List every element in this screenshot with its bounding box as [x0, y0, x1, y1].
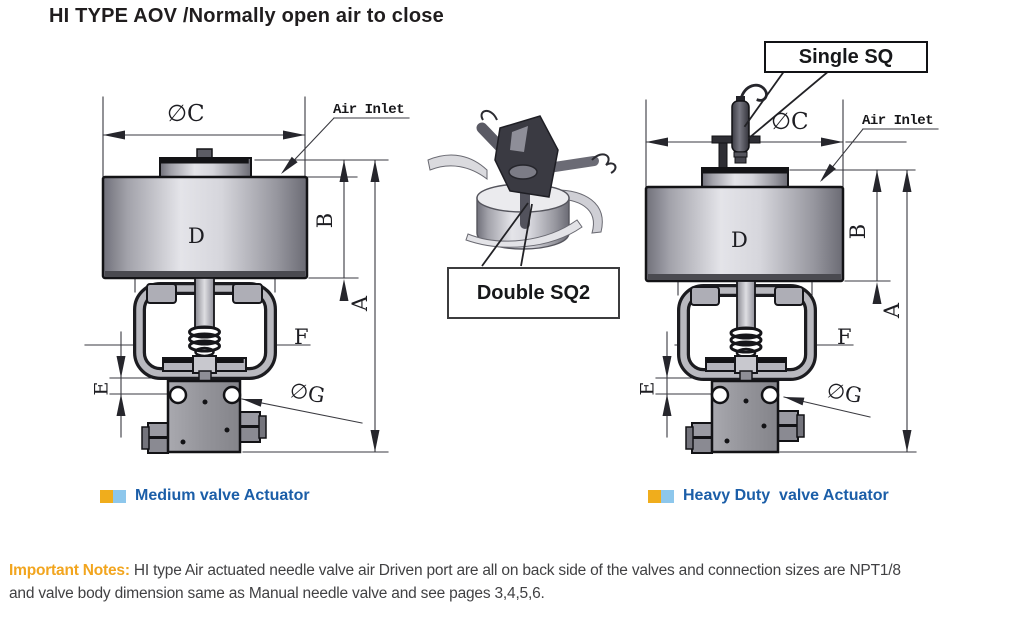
- dim-label-A-right: A: [880, 302, 905, 319]
- heavy-actuator-drawing: [644, 68, 939, 454]
- important-notes: Important Notes: HI type Air actuated ne…: [9, 559, 1023, 605]
- legend-heavy-label: Heavy Duty valve Actuator: [683, 487, 889, 504]
- dim-label-air-inlet-right: Air Inlet: [862, 113, 934, 129]
- dim-label-D-left: D: [188, 224, 205, 248]
- dim-label-diaC-left: ∅C: [167, 101, 205, 127]
- yellow-square-icon: [100, 489, 113, 503]
- single-sq-solenoid: [711, 83, 768, 170]
- dim-label-diaG-left: ∅G: [288, 378, 327, 408]
- medium-valve-body: [141, 379, 267, 454]
- dim-label-F-right: F: [837, 325, 852, 349]
- callout-single-sq: Single SQ: [764, 41, 928, 73]
- dim-label-D-right: D: [731, 228, 748, 252]
- yellow-square-icon: [648, 489, 661, 503]
- legend-medium-label: Medium valve Actuator: [135, 487, 310, 504]
- dim-label-E-right: E: [636, 381, 659, 396]
- important-notes-label: Important Notes:: [9, 562, 130, 579]
- dim-label-E-left: E: [90, 381, 113, 396]
- light-blue-square-icon: [661, 489, 674, 503]
- legend-medium-actuator: Medium valve Actuator: [100, 487, 310, 505]
- light-blue-square-icon: [113, 489, 126, 503]
- medium-actuator-drawing: [84, 96, 410, 454]
- dim-label-A-left: A: [348, 295, 373, 312]
- legend-heavy-actuator: Heavy Duty valve Actuator: [648, 487, 889, 505]
- medium-yoke: [133, 277, 277, 383]
- dim-label-air-inlet-left: Air Inlet: [333, 102, 405, 118]
- heavy-yoke: [677, 280, 817, 383]
- important-notes-line2: and valve body dimension same as Manual …: [9, 585, 545, 602]
- heavy-actuator-cap: [701, 167, 789, 188]
- callout-double-sq2: Double SQ2: [447, 267, 620, 319]
- dim-label-diaC-right: ∅C: [771, 109, 809, 135]
- callout-single-sq-label: Single SQ: [798, 45, 894, 68]
- dim-label-F-left: F: [294, 325, 309, 349]
- dim-label-B-left: B: [313, 212, 338, 229]
- legend-heavy-icon: [648, 489, 674, 503]
- medium-actuator-body: [101, 175, 309, 280]
- medium-actuator-cap: [159, 148, 252, 178]
- legend-medium-icon: [100, 489, 126, 503]
- double-sq-illustration: [427, 110, 617, 267]
- important-notes-line1: HI type Air actuated needle valve air Dr…: [129, 562, 901, 579]
- page-title: HI TYPE AOV /Normally open air to close: [49, 5, 444, 27]
- dim-label-diaG-right: ∅G: [825, 378, 864, 408]
- dim-label-B-right: B: [846, 223, 871, 240]
- heavy-valve-body: [685, 379, 805, 454]
- callout-double-sq2-label: Double SQ2: [476, 281, 591, 304]
